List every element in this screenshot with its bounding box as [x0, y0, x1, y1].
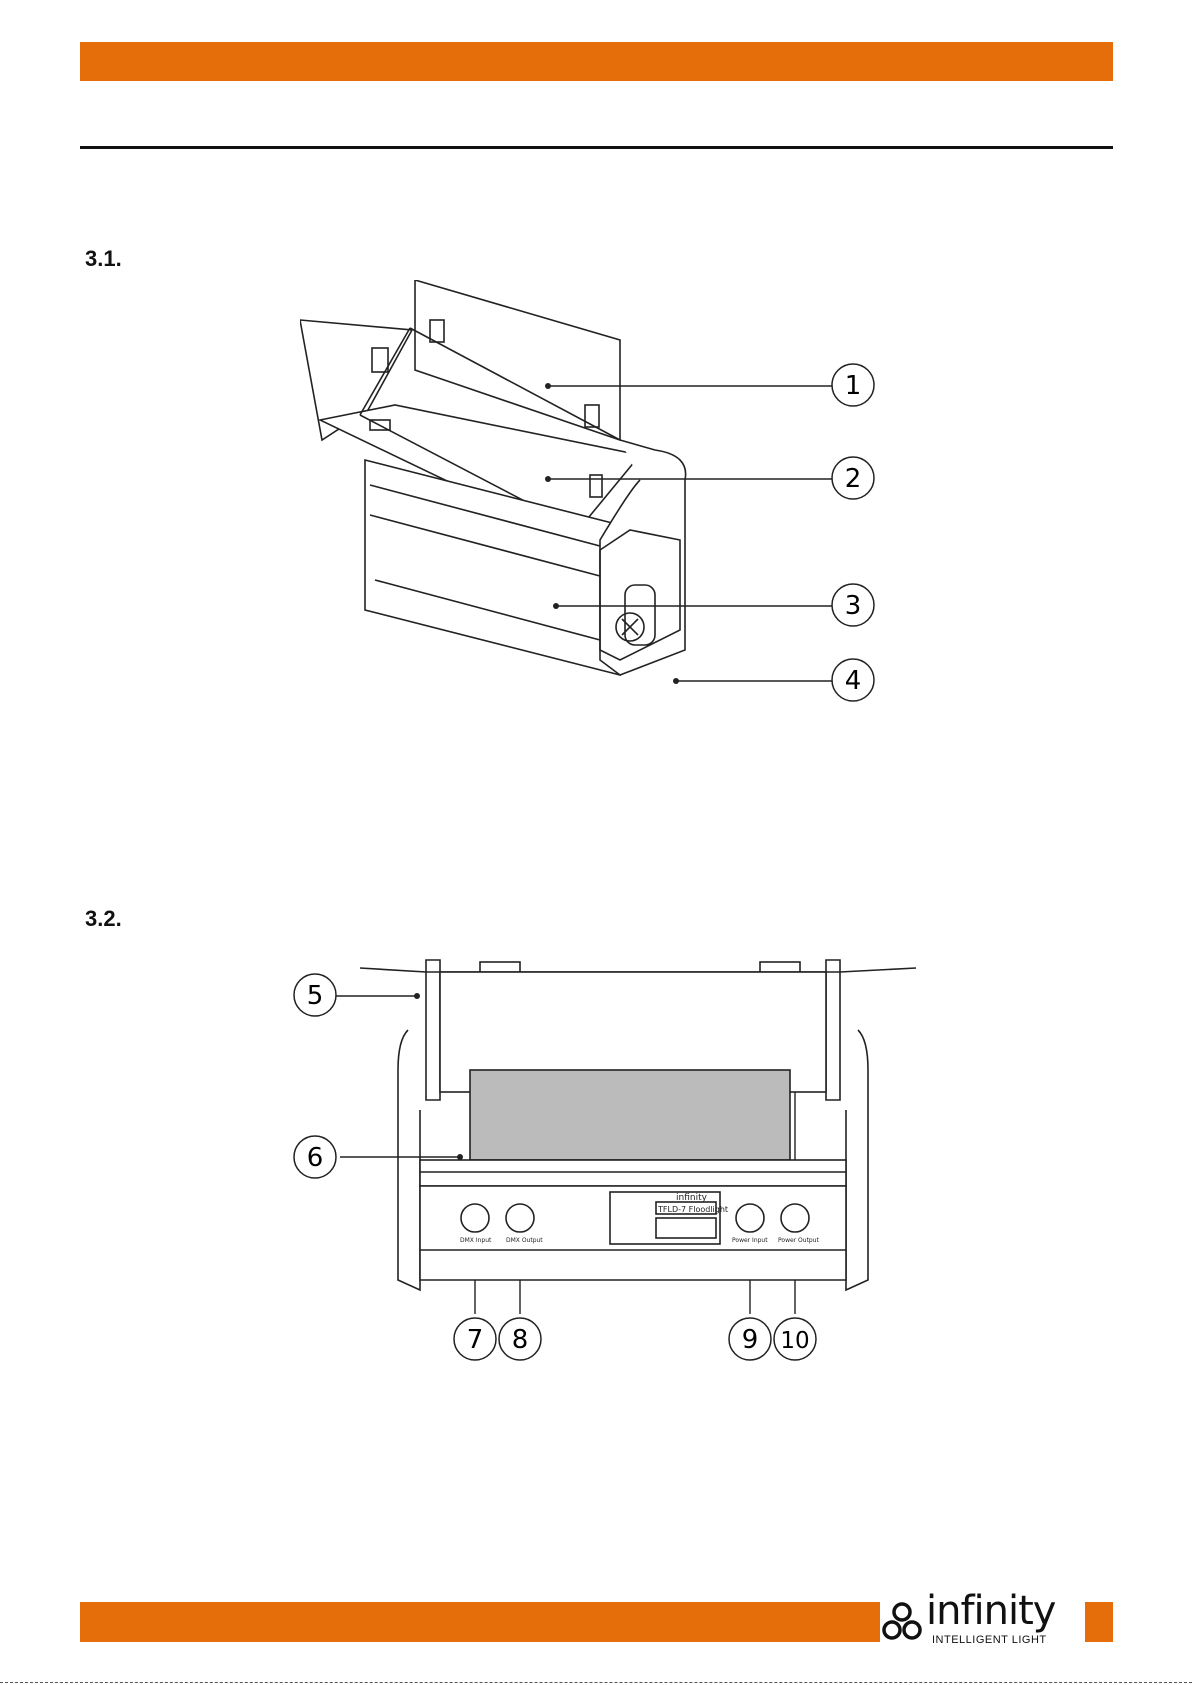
callout-2: 2: [830, 455, 876, 501]
page-bottom-line: [0, 1682, 1192, 1684]
brand-logo: infinity INTELLIGENT LIGHT: [880, 1594, 1080, 1652]
svg-text:5: 5: [307, 981, 324, 1011]
section-number-3-1: 3.1.: [85, 246, 122, 272]
svg-text:4: 4: [845, 666, 862, 696]
brand-name: infinity: [926, 1588, 1055, 1634]
callout-3: 3: [830, 582, 876, 628]
svg-text:TFLD-7 Floodlight: TFLD-7 Floodlight: [657, 1205, 728, 1214]
callout-1: 1: [830, 362, 876, 408]
svg-text:9: 9: [742, 1325, 759, 1355]
brand-tagline: INTELLIGENT LIGHT: [932, 1634, 1047, 1646]
header-rule: [80, 146, 1113, 149]
front-view-figure: [300, 280, 900, 740]
svg-text:2: 2: [845, 464, 862, 494]
callout-9: 9: [727, 1316, 773, 1362]
svg-text:8: 8: [512, 1325, 529, 1355]
svg-text:DMX Input: DMX Input: [460, 1237, 492, 1244]
svg-text:infinity: infinity: [676, 1193, 708, 1203]
svg-text:6: 6: [307, 1143, 324, 1173]
svg-text:Power Input: Power Input: [732, 1237, 768, 1244]
svg-text:7: 7: [467, 1325, 484, 1355]
callout-10: 10: [772, 1316, 818, 1362]
svg-text:10: 10: [780, 1328, 809, 1354]
callout-5: 5: [292, 972, 338, 1018]
callout-4: 4: [830, 657, 876, 703]
svg-text:Power Output: Power Output: [778, 1237, 820, 1244]
svg-text:DMX Output: DMX Output: [506, 1237, 543, 1244]
footer-band: [80, 1602, 880, 1642]
rear-view-figure: infinity TFLD-7 Floodlight DMX Input DMX…: [280, 950, 940, 1370]
svg-text:3: 3: [845, 591, 862, 621]
footer-band-right: [1085, 1602, 1113, 1642]
callout-7: 7: [452, 1316, 498, 1362]
callout-8: 8: [497, 1316, 543, 1362]
svg-text:1: 1: [845, 371, 862, 401]
infinity-knot-icon: [880, 1600, 924, 1644]
section-number-3-2: 3.2.: [85, 906, 122, 932]
callout-6: 6: [292, 1134, 338, 1180]
header-band: [80, 42, 1113, 81]
